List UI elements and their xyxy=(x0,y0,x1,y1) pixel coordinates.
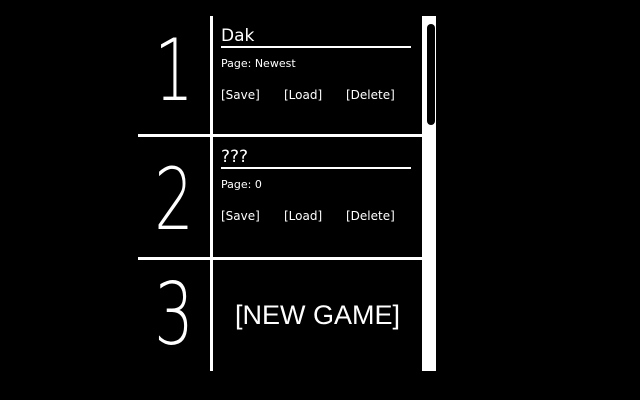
slot-actions: [Save] [Load] [Delete] xyxy=(221,208,421,224)
delete-button[interactable]: [Delete] xyxy=(346,209,395,223)
slot-number: 1 xyxy=(154,21,194,121)
save-slot-2: 2 ??? Page: 0 [Save] [Load] [Delete] xyxy=(138,137,422,257)
slot-separator xyxy=(138,134,422,137)
slot-page-info: Page: Newest xyxy=(221,57,296,70)
save-button[interactable]: [Save] xyxy=(221,88,260,102)
slot-number: 2 xyxy=(154,150,194,250)
new-game-button[interactable]: [NEW GAME] xyxy=(234,300,400,330)
slot-number: 3 xyxy=(154,265,194,365)
load-button[interactable]: [Load] xyxy=(284,88,323,102)
save-slot-3: 3 [NEW GAME] xyxy=(138,260,422,371)
slot-actions: [Save] [Load] [Delete] xyxy=(221,87,421,103)
delete-button[interactable]: [Delete] xyxy=(346,88,395,102)
scrollbar-thumb[interactable] xyxy=(427,24,435,125)
load-button[interactable]: [Load] xyxy=(284,209,323,223)
column-divider xyxy=(210,16,213,371)
slot-name: ??? xyxy=(221,147,411,169)
save-slot-1: 1 Dak Page: Newest [Save] [Load] [Delete… xyxy=(138,16,422,134)
save-slot-panel: 1 Dak Page: Newest [Save] [Load] [Delete… xyxy=(138,16,438,371)
slot-name: Dak xyxy=(221,26,411,48)
slot-page-info: Page: 0 xyxy=(221,178,262,191)
save-button[interactable]: [Save] xyxy=(221,209,260,223)
slot-separator xyxy=(138,257,422,260)
